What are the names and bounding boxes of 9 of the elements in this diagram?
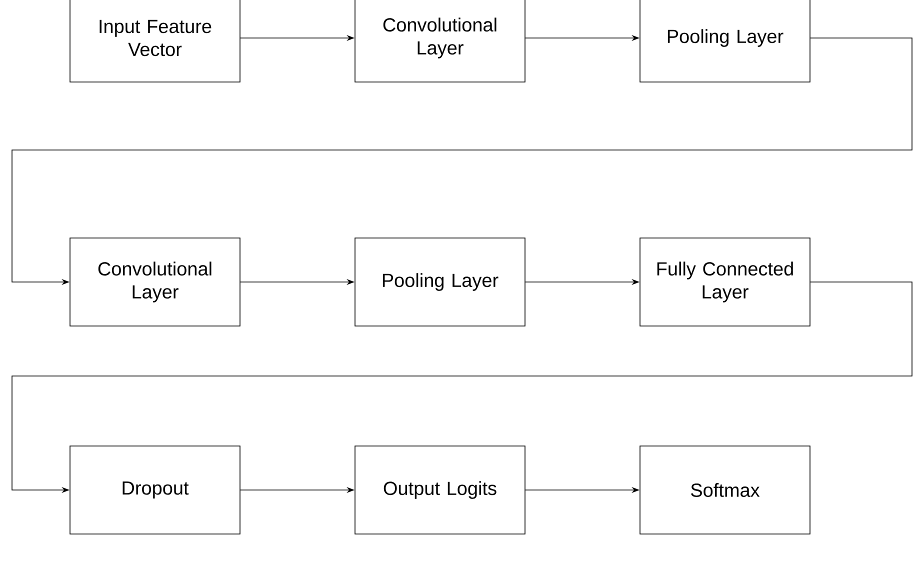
process-box: Fully Connected Layer [640,238,810,326]
process-box: Pooling Layer [354,238,526,326]
process-box: Pooling Layer [640,0,810,82]
process-box: Input Feature Vector [70,0,240,82]
process-box: Softmax [640,446,810,534]
process-box: Output Logits [354,446,526,534]
process-box: Convolutional Layer [70,238,240,326]
process-box: Convolutional Layer [354,0,526,82]
process-box: Dropout [70,446,240,534]
